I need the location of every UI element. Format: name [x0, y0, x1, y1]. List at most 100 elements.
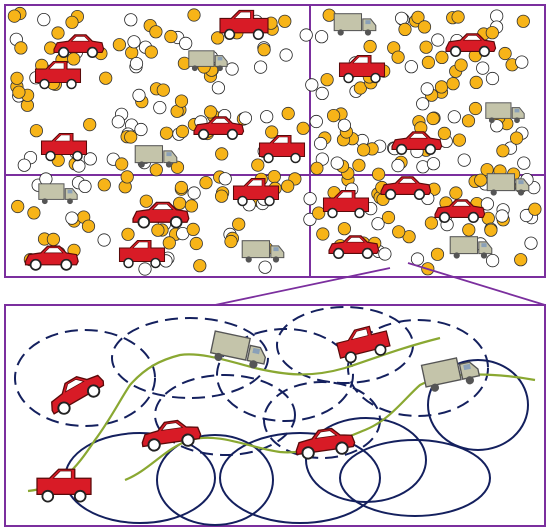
node-circle-icon — [314, 30, 329, 44]
node-circle-icon — [156, 83, 170, 97]
node-circle-icon — [97, 233, 111, 247]
coverage-area-dashed — [111, 317, 269, 399]
node-circle-icon — [356, 143, 371, 157]
node-circle-icon — [27, 206, 41, 220]
node-circle-icon — [449, 186, 463, 200]
bottom-panel-border — [4, 304, 546, 527]
node-circle-icon — [127, 35, 141, 49]
node-circle-icon — [337, 118, 351, 132]
node-circle-icon — [424, 216, 438, 230]
node-circle-icon — [99, 71, 113, 85]
node-circle-icon — [170, 160, 185, 174]
node-circle-icon — [417, 20, 432, 34]
node-circle-icon — [309, 114, 323, 129]
city-grid-panel — [4, 4, 546, 278]
node-circle-icon — [437, 126, 451, 140]
node-circle-icon — [132, 88, 146, 103]
node-circle-icon — [528, 202, 542, 216]
node-circle-icon — [515, 55, 529, 69]
node-circle-icon — [299, 28, 313, 42]
node-circle-icon — [12, 85, 26, 99]
node-circle-icon — [173, 196, 187, 210]
node-circle-icon — [524, 236, 538, 250]
node-circle-icon — [353, 81, 367, 95]
node-circle-icon — [446, 77, 460, 91]
node-circle-icon — [260, 110, 274, 124]
node-circle-icon — [187, 186, 201, 200]
coverage-areas — [14, 306, 529, 526]
node-circle-icon — [215, 189, 229, 203]
node-circle-icon — [251, 158, 265, 172]
node-circle-icon — [476, 61, 490, 75]
node-circle-icon — [371, 217, 385, 231]
node-circle-icon — [187, 8, 201, 22]
node-circle-icon — [330, 156, 344, 170]
node-circle-icon — [411, 10, 425, 24]
node-circle-icon — [121, 227, 135, 241]
node-circle-icon — [381, 210, 396, 225]
node-circle-icon — [10, 71, 24, 85]
node-circle-icon — [81, 219, 96, 233]
node-circle-icon — [186, 222, 200, 236]
node-circle-icon — [278, 14, 292, 28]
node-circle-icon — [153, 101, 167, 115]
node-circle-icon — [426, 157, 441, 171]
node-circle-icon — [189, 236, 203, 251]
node-circle-icon — [337, 222, 351, 236]
node-circle-icon — [310, 161, 324, 175]
node-circle-icon — [124, 13, 138, 27]
coverage-area — [156, 434, 274, 526]
node-circle-icon — [144, 45, 158, 59]
node-circle-icon — [193, 259, 207, 273]
node-circle-icon — [65, 15, 79, 29]
node-circle-icon — [184, 199, 199, 213]
node-circle-icon — [11, 199, 25, 214]
node-circle-icon — [371, 167, 386, 181]
node-circle-icon — [67, 52, 81, 66]
node-circle-icon — [199, 176, 213, 190]
node-circle-icon — [394, 11, 409, 25]
node-circle-icon — [174, 94, 189, 108]
node-circle-icon — [265, 125, 279, 139]
node-circle-icon — [138, 262, 152, 276]
node-circle-icon — [257, 43, 271, 57]
zoomed-detail-panel — [4, 304, 546, 527]
node-circle-icon — [480, 197, 494, 211]
node-circle-icon — [232, 217, 246, 231]
node-circle-icon — [305, 78, 319, 92]
node-circle-icon — [224, 234, 238, 249]
node-circle-icon — [430, 247, 445, 261]
node-circle-icon — [254, 60, 268, 74]
coverage-area — [427, 359, 529, 451]
node-circle-icon — [352, 158, 366, 172]
node-circle-icon — [211, 81, 225, 95]
node-circle-icon — [72, 159, 86, 173]
node-circle-icon — [447, 110, 461, 124]
node-circle-icon — [112, 38, 127, 52]
node-circle-icon — [514, 253, 528, 267]
node-circle-icon — [225, 62, 239, 76]
node-circle-icon — [490, 119, 504, 133]
node-circle-icon — [322, 8, 336, 22]
node-circle-icon — [457, 153, 471, 167]
node-circle-icon — [51, 26, 65, 40]
node-circle-icon — [320, 73, 334, 87]
node-circle-icon — [97, 178, 111, 192]
zoom-connector-right — [407, 262, 546, 306]
sensor-nodes — [7, 6, 542, 276]
node-circle-icon — [129, 56, 144, 71]
node-circle-icon — [17, 158, 31, 172]
node-circle-icon — [416, 97, 430, 111]
node-circle-icon — [484, 223, 498, 237]
node-circle-icon — [65, 211, 79, 225]
node-circle-icon — [281, 106, 295, 121]
node-circle-icon — [435, 50, 449, 65]
node-circle-icon — [419, 40, 433, 54]
node-circle-icon — [120, 170, 134, 184]
node-circle-icon — [179, 36, 193, 51]
node-circle-icon — [124, 130, 138, 144]
node-circle-icon — [151, 223, 165, 237]
node-circle-icon — [509, 131, 524, 145]
node-circle-icon — [434, 80, 449, 94]
node-circle-icon — [420, 82, 434, 96]
